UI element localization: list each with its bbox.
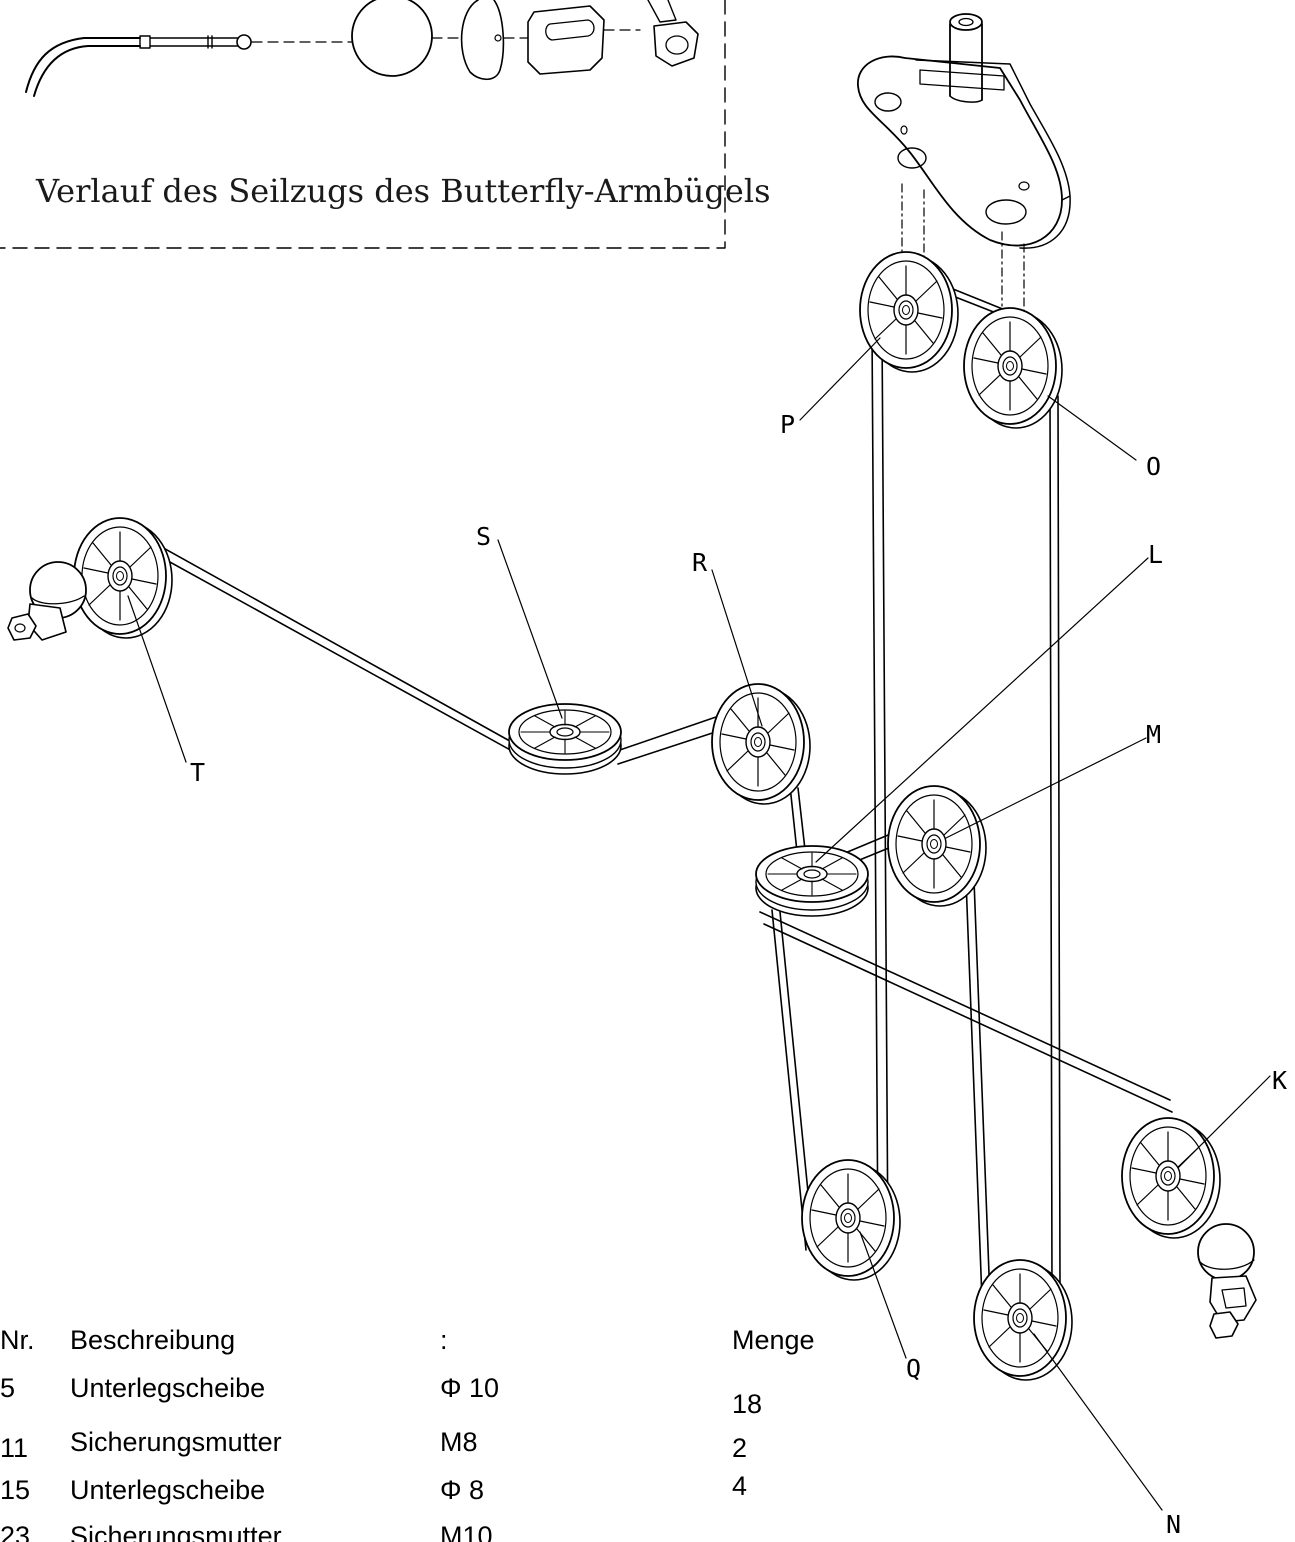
table-row-beschreibung: Sicherungsmutter [70, 1427, 282, 1457]
table-row-nr: 5 [0, 1373, 16, 1403]
inset-caption: Verlauf des Seilzugs des Butterfly-Armbü… [36, 172, 771, 210]
parts-header-spec: : [440, 1325, 448, 1355]
callout-q: Q [906, 1354, 922, 1383]
parts-header-beschreibung: Beschreibung [70, 1325, 236, 1355]
callout-n: N [1166, 1510, 1182, 1539]
callout-t: T [190, 758, 206, 787]
table-row-beschreibung: Sicherungsmutter [70, 1521, 282, 1542]
table-row-menge: 4 [732, 1471, 748, 1501]
table-row-beschreibung: Unterlegscheibe [70, 1373, 266, 1403]
table-row-nr: 23 [0, 1521, 31, 1542]
table-row-spec: Φ 10 [440, 1373, 500, 1403]
callout-s: S [476, 522, 492, 551]
table-row-spec: Φ 8 [440, 1475, 485, 1505]
callout-r: R [692, 548, 708, 577]
callout-k: K [1272, 1066, 1288, 1095]
table-row-spec: M10 [440, 1521, 493, 1542]
callout-l: L [1148, 540, 1164, 569]
table-row-menge: 18 [732, 1389, 763, 1419]
table-row-spec: M8 [440, 1427, 478, 1457]
callout-m: M [1146, 720, 1162, 749]
table-row-nr: 11 [0, 1433, 29, 1463]
parts-header-menge: Menge [732, 1325, 815, 1355]
table-row-nr: 15 [0, 1475, 31, 1505]
table-row-beschreibung: Unterlegscheibe [70, 1475, 266, 1505]
callout-o: O [1146, 452, 1162, 481]
table-row-menge: 2 [732, 1433, 748, 1463]
parts-header-nr: Nr. [0, 1325, 35, 1355]
callout-p: P [780, 410, 796, 439]
